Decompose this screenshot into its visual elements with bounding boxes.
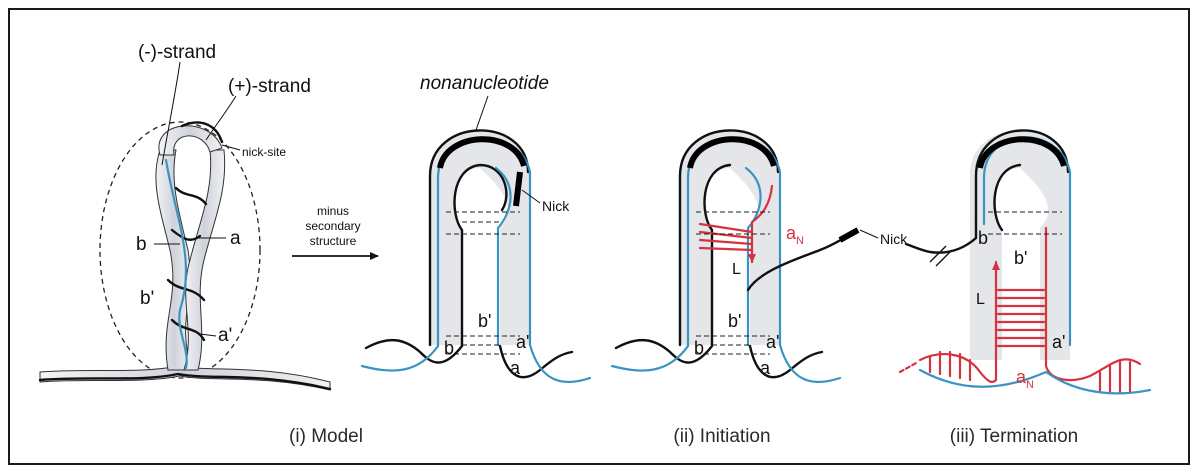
init-tail-right-black [748,344,824,379]
term-outer-black [974,129,1070,222]
model-inner-black [453,163,508,347]
initiation-hairpin [610,129,879,383]
minus-strand-label: (-)-strand [138,42,216,63]
term-nonanucleotide-arc [977,136,1067,169]
loop-ribbon [158,125,223,156]
figure-frame [8,8,1190,465]
nick-site-label: nick-site [242,145,286,159]
init-aprime-label: a' [766,332,779,352]
model-tail-blue [360,344,440,372]
init-inner-black [703,163,732,347]
init-inner-blue [744,166,762,347]
init-tail-right-blue [778,343,842,383]
model-a-hp-label: a [510,358,521,378]
init-a-label: a [760,358,771,378]
init-red-rungs [698,222,754,252]
nick-black-segment [513,171,523,207]
model-stem-dash-top [446,211,520,235]
nonanucleotide-label: nonanucleotide [420,73,549,94]
base-ribbon-dark-edge [38,372,332,391]
arrow-text-line1: minus [317,204,349,218]
model-b-label: b [136,234,147,255]
init-hairpin-fill [680,130,780,345]
model-b-hp-label: b [444,338,454,358]
term-red-left-dash [898,360,920,374]
init-nonanucleotide-arc [687,136,777,169]
init-bprime-label: b' [728,311,741,331]
model-nick-label: Nick [542,198,570,214]
minus-strand-leader [161,61,181,166]
stem-ribbon-2 [183,149,226,371]
term-red-rungs [996,288,1046,348]
model-tail-right-blue [528,343,592,383]
model-aprime-hp-label: a' [516,332,529,352]
model-a-label: a [230,228,241,249]
nick-leader [521,189,541,204]
model-tail-right-black [498,344,574,379]
model-hairpin [360,95,592,383]
stem-dark-twists [166,186,208,342]
model-bprime-label: b' [140,288,154,309]
init-tail-blue [610,344,690,372]
init-nick-label: Nick [880,231,908,247]
model-stem-dash-bot [446,335,520,355]
term-aprime-label: a' [1052,332,1065,352]
nick-site-leader [221,144,241,151]
arrow-text-line3: structure [310,234,357,248]
init-nick-end [838,227,860,243]
nonanucleotide-arc [437,136,527,169]
term-inner-black [993,163,1022,232]
nonanucleotide-leader [475,95,489,131]
model-inner-blue [494,166,512,347]
term-b-label: b [978,228,988,248]
caption-model: (i) Model [289,426,363,447]
init-tail-black [614,339,714,364]
term-aN-label: aN [1016,367,1034,391]
init-stem-dash-top [696,211,770,235]
term-bprime-label: b' [1014,248,1027,268]
model-aprime-label: a' [218,325,232,346]
term-red-left-tail [918,353,998,383]
model-ribbon [38,61,332,391]
init-aN-label: aN [786,223,804,247]
caption-initiation: (ii) Initiation [673,426,770,447]
model-outer-black [428,129,530,347]
term-red-right-wave [1088,358,1142,378]
term-released-black [904,218,978,254]
hairpin-boundary-ellipse [99,121,261,379]
term-stem-dash-top [988,211,1062,235]
termination-hairpin [898,129,1152,395]
init-outer-black [678,129,780,347]
plus-strand-label: (+)-strand [228,76,311,97]
loop-dark-edge [180,121,224,144]
term-L-label: L [976,291,985,308]
init-nick-leader [859,229,879,239]
term-red-left-ticks [928,350,972,382]
term-blue-bottom [918,368,1152,395]
init-stem-dash-bot [696,335,770,355]
arrow-text-line2: secondary [305,219,360,233]
term-red-right-ticks [1098,358,1132,394]
caption-termination: (iii) Termination [950,426,1078,447]
model-bprime-hp-label: b' [478,311,491,331]
init-b-label: b [694,338,704,358]
stem-blue-thread [164,158,188,370]
term-red-right [1044,226,1092,382]
model-tail-black [364,339,464,364]
aprime-leader [199,333,217,337]
term-break-mark [929,245,953,267]
init-red-strand [748,184,774,264]
init-L-label: L [732,261,741,278]
plus-strand-leader [205,95,237,141]
